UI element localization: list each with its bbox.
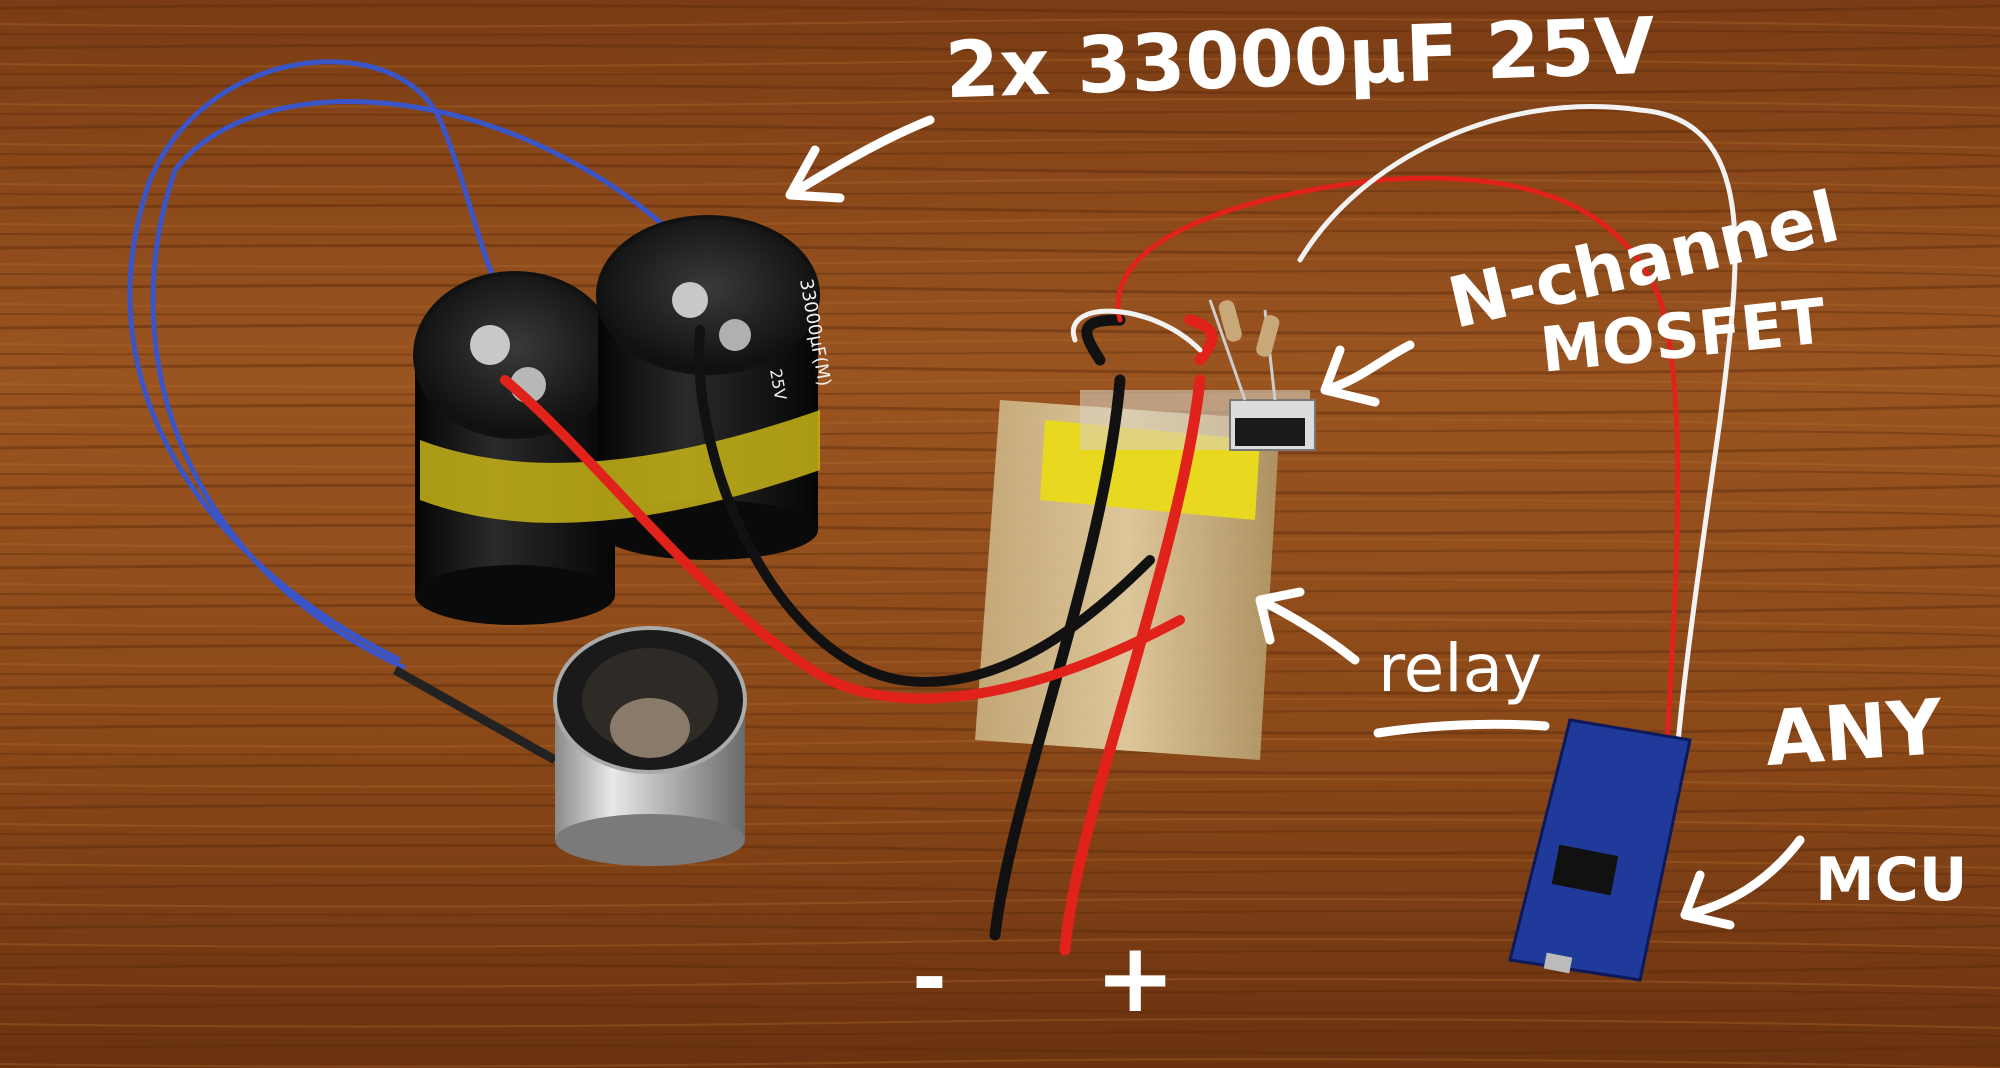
arrow-to-relay [1255,587,1360,665]
arrow-to-mcu [1680,835,1805,930]
minus-label: - [912,928,947,1026]
relay-label: relay [1378,630,1543,707]
mcu-board [1508,718,1692,982]
mcu-label-line1: ANY [1762,681,1946,784]
relay-underline [1373,719,1550,738]
mcu-label-line2: MCU [1815,845,1968,915]
capacitor-leads [500,325,1185,704]
mosfet [1229,399,1316,451]
annotation-arrows [785,115,1805,930]
capacitor-label: 2x 33000µF 25V [943,1,1657,117]
control-wires [1070,104,1738,783]
arrow-to-mosfet [1320,340,1415,407]
magnet-lead-sleeve [392,666,558,764]
plus-label: + [1095,922,1176,1034]
resistors [1208,299,1280,401]
arrow-to-capacitors [785,115,935,203]
electromagnet [553,626,747,866]
blue-wires [127,59,692,671]
